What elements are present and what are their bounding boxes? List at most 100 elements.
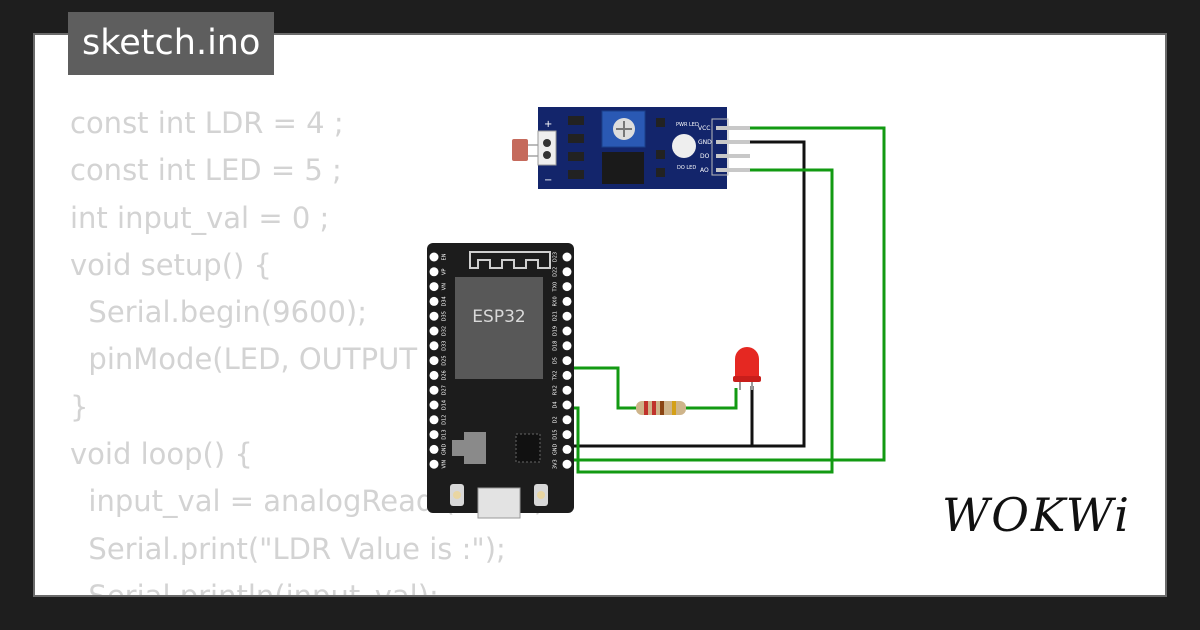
module-pin-labels: VCC GND DO AO xyxy=(698,125,712,174)
esp32-pin[interactable] xyxy=(429,400,439,410)
esp32-pin-label: D26 xyxy=(442,370,448,380)
code-line: Serial.println(input_val); xyxy=(70,578,439,597)
code-line: Serial.print("LDR Value is :"); xyxy=(70,531,506,566)
esp32-pin-label: D4 xyxy=(553,401,559,408)
esp32-pin[interactable] xyxy=(429,415,439,425)
wire-ao[interactable] xyxy=(568,168,834,474)
code-line: const int LED = 5 ; xyxy=(70,153,342,188)
do-led-label: DO LED xyxy=(677,165,696,171)
esp32-pin-label: D15 xyxy=(553,429,559,439)
esp32-pin-label: D35 xyxy=(442,311,448,321)
esp32-pin[interactable] xyxy=(562,267,572,277)
code-preview: const int LDR = 4 ; const int LED = 5 ; in… xyxy=(70,100,544,597)
esp32-pin-label: TX2 xyxy=(553,371,559,382)
esp32-pin-label: RX0 xyxy=(553,296,559,306)
esp32-pin[interactable] xyxy=(429,311,439,321)
esp32-pin-label: D13 xyxy=(442,429,448,439)
esp32-pin[interactable] xyxy=(429,356,439,366)
esp32-pin-label: VN xyxy=(442,283,448,290)
esp32-pin[interactable] xyxy=(562,326,572,336)
wire-d5[interactable] xyxy=(568,366,636,410)
esp32-pin-label: D21 xyxy=(553,311,559,321)
esp32-pin-label: D18 xyxy=(553,341,559,351)
esp32-pin[interactable] xyxy=(429,385,439,395)
esp32-pin[interactable] xyxy=(562,385,572,395)
esp32-chip-label: ESP32 xyxy=(472,307,525,327)
esp32-pin[interactable] xyxy=(429,296,439,306)
esp32-pin[interactable] xyxy=(562,400,572,410)
esp32-pin[interactable] xyxy=(429,341,439,351)
esp32-pin[interactable] xyxy=(429,370,439,380)
esp32-pin[interactable] xyxy=(562,370,572,380)
esp32-pin-label: D5 xyxy=(553,357,559,364)
esp32-pin[interactable] xyxy=(562,430,572,440)
esp32-pin[interactable] xyxy=(429,430,439,440)
esp32-left-pins[interactable]: ENVPVND34D35D32D33D25D26D27D14D12D13GNDV… xyxy=(429,252,448,469)
esp32-pin[interactable] xyxy=(562,282,572,292)
red-led[interactable] xyxy=(733,347,761,390)
esp32-pin[interactable] xyxy=(429,444,439,454)
pin-label-gnd: GND xyxy=(698,139,712,146)
esp32-pin-label: VP xyxy=(442,269,448,275)
code-line: } xyxy=(70,389,89,424)
esp32-pin[interactable] xyxy=(562,444,572,454)
esp32-pin[interactable] xyxy=(562,311,572,321)
esp32-pin-label: VIN xyxy=(442,460,448,469)
photoresistor[interactable] xyxy=(512,139,528,161)
esp32-pin[interactable] xyxy=(562,252,572,262)
esp32-pin[interactable] xyxy=(562,296,572,306)
wire-gnd[interactable] xyxy=(568,140,806,448)
resistor[interactable] xyxy=(636,401,686,415)
esp32-board[interactable]: ESP32 ENVPVND34D35D32D33D25D26D27D14D12D… xyxy=(427,243,574,519)
esp32-pin-label: TX0 xyxy=(553,282,559,293)
pin-label-vcc: VCC xyxy=(698,125,710,132)
esp32-pin[interactable] xyxy=(562,459,572,469)
code-line: int input_val = 0 ; xyxy=(70,200,330,235)
pin-label-do: DO xyxy=(700,153,710,160)
esp32-pin-label: D22 xyxy=(553,267,559,277)
esp32-pin-label: RX2 xyxy=(553,385,559,395)
code-line: void setup() { xyxy=(70,247,272,282)
esp32-pin-label: D14 xyxy=(442,400,448,410)
usb-chip xyxy=(515,433,541,463)
esp32-pin-label: D25 xyxy=(442,355,448,365)
esp32-pin[interactable] xyxy=(429,252,439,262)
esp32-pin-label: D23 xyxy=(553,252,559,262)
code-line: void loop() { xyxy=(70,437,253,472)
code-line: Serial.begin(9600); xyxy=(70,295,368,330)
polarity-plus: + xyxy=(544,119,552,130)
esp32-pin-label: D12 xyxy=(442,415,448,425)
pwr-led xyxy=(672,134,696,158)
wire-resistor-led[interactable] xyxy=(686,388,738,410)
esp32-pin-label: 3V3 xyxy=(553,459,559,469)
esp32-chip xyxy=(455,277,543,379)
esp32-pin-label: EN xyxy=(442,253,448,260)
esp32-pin[interactable] xyxy=(429,282,439,292)
esp32-pin[interactable] xyxy=(562,415,572,425)
voltage-regulator xyxy=(464,432,486,464)
wires xyxy=(568,126,886,474)
esp32-pin-label: D2 xyxy=(553,416,559,423)
esp32-pin[interactable] xyxy=(562,356,572,366)
usb-port[interactable] xyxy=(477,487,521,519)
esp32-pin-label: GND xyxy=(553,444,559,456)
code-line: pinMode(LED, OUTPUT xyxy=(70,342,418,377)
esp32-pin-label: D32 xyxy=(442,326,448,336)
esp32-pin[interactable] xyxy=(429,326,439,336)
module-header-pins[interactable] xyxy=(716,126,750,172)
esp32-pin-label: D33 xyxy=(442,341,448,351)
wokwi-logo: WOKWi xyxy=(942,488,1131,542)
pwr-led-label: PWR LED xyxy=(676,122,699,128)
polarity-minus: − xyxy=(544,175,552,186)
code-line: const int LDR = 4 ; xyxy=(70,106,344,140)
esp32-pin-label: D27 xyxy=(442,385,448,395)
wire-vcc[interactable] xyxy=(568,126,886,462)
esp32-pin[interactable] xyxy=(429,267,439,277)
esp32-pin[interactable] xyxy=(562,341,572,351)
ldr-sensor-module[interactable]: + − PWR LED DO LED VCC GND DO AO xyxy=(512,107,750,189)
esp32-pin-label: D19 xyxy=(553,326,559,336)
file-tab[interactable]: sketch.ino xyxy=(68,12,275,75)
esp32-pin[interactable] xyxy=(429,459,439,469)
